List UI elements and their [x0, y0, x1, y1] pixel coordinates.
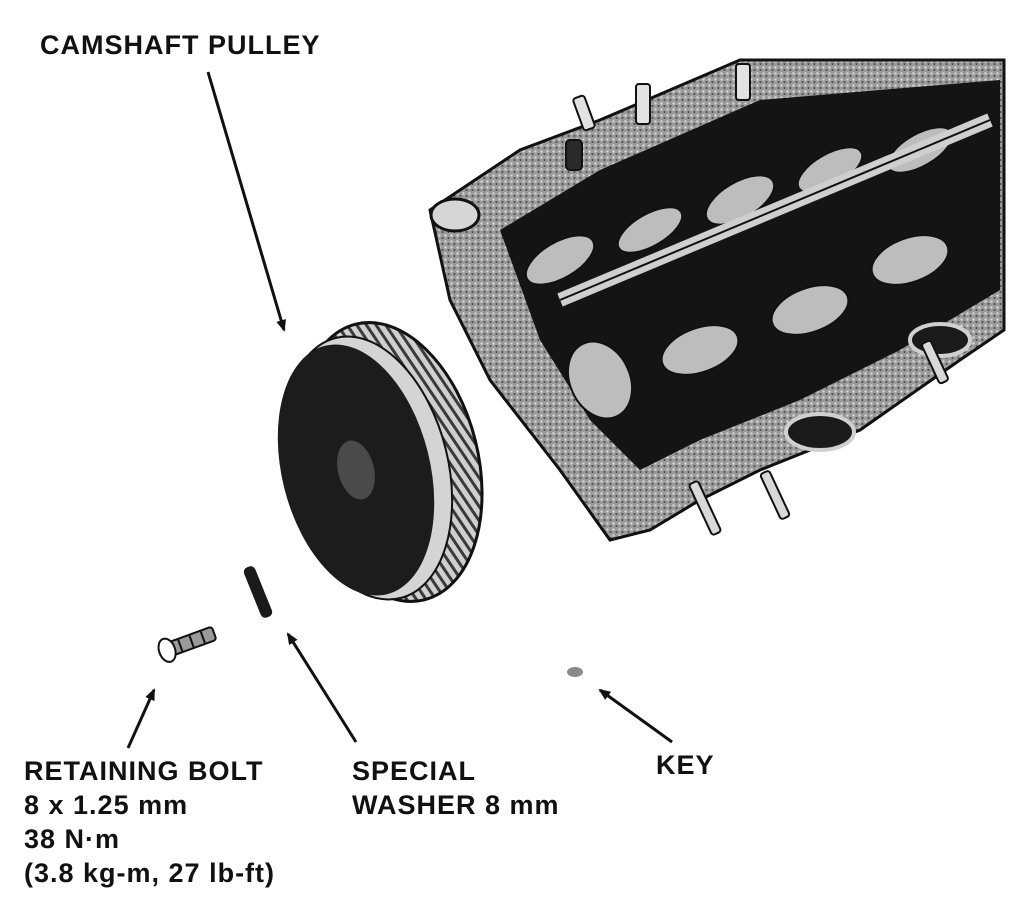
- camshaft-pulley-illustration: [277, 321, 484, 603]
- retaining-bolt-torque-nm: 38 N·m: [24, 824, 121, 854]
- label-special-washer: SPECIAL WASHER 8 mm: [352, 754, 560, 822]
- retaining-bolt-size: 8 x 1.25 mm: [24, 790, 189, 820]
- arrow-retaining-bolt: [126, 688, 156, 749]
- special-washer-line2: WASHER 8 mm: [352, 790, 560, 820]
- arrow-special-washer: [286, 632, 358, 743]
- retaining-bolt-illustration: [157, 626, 217, 663]
- label-retaining-bolt: RETAINING BOLT 8 x 1.25 mm 38 N·m (3.8 k…: [24, 754, 275, 890]
- special-washer-illustration: [243, 566, 273, 618]
- arrow-camshaft-pulley: [206, 71, 286, 332]
- special-washer-line1: SPECIAL: [352, 756, 477, 786]
- arrow-key: [598, 688, 673, 744]
- key-illustration: [567, 667, 583, 677]
- cylinder-head: [428, 58, 1006, 542]
- retaining-bolt-torque-alt: (3.8 kg-m, 27 lb-ft): [24, 858, 276, 888]
- label-key: KEY: [656, 750, 715, 780]
- retaining-bolt-name: RETAINING BOLT: [24, 756, 264, 786]
- label-camshaft-pulley: CAMSHAFT PULLEY: [40, 30, 321, 60]
